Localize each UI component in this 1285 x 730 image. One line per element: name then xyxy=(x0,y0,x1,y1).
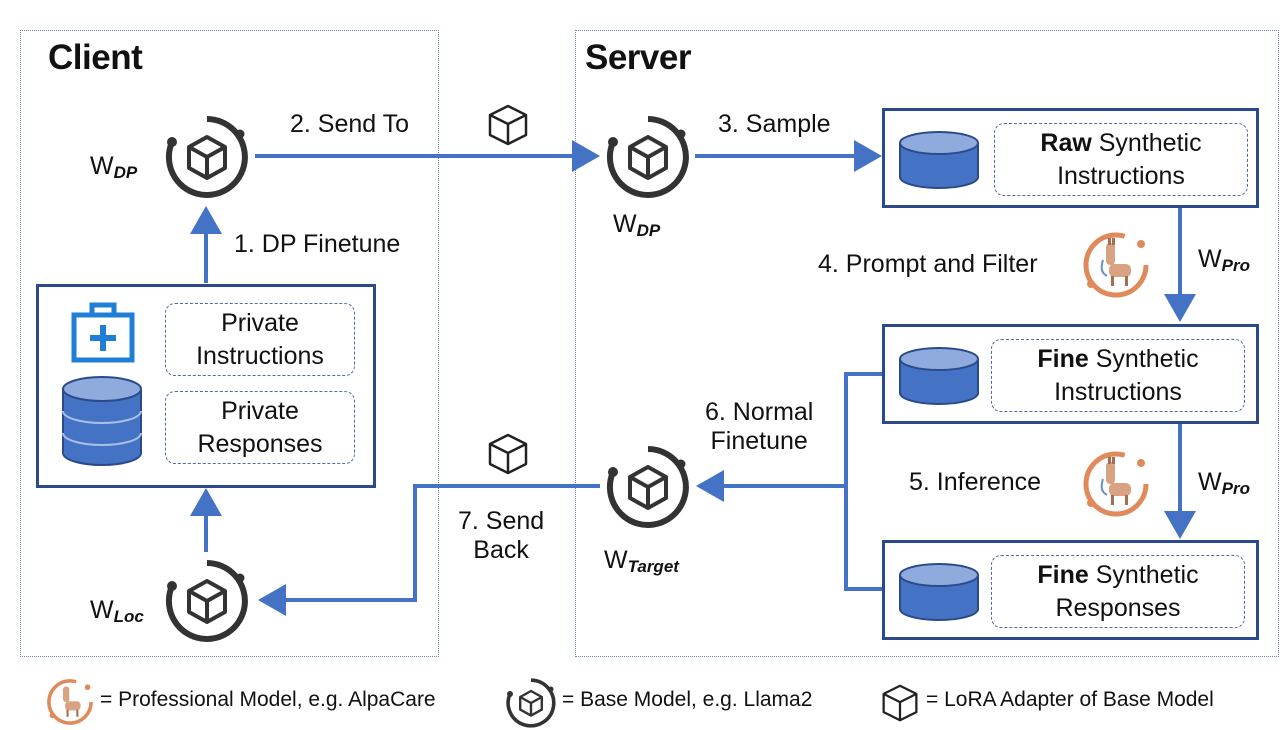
fine-synthetic-instructions-label: Fine Synthetic Instructions xyxy=(991,339,1245,412)
legend-base-text: = Base Model, e.g. Llama2 xyxy=(562,688,813,711)
server-title: Server xyxy=(585,38,691,77)
raw-synthetic-instructions-label: Raw Synthetic Instructions xyxy=(994,123,1248,196)
fine-synthetic-responses-box: Fine Synthetic Responses xyxy=(882,540,1259,640)
step-inference-label: 5. Inference xyxy=(909,468,1042,496)
lora-cube-icon-send-to xyxy=(488,104,528,146)
w-dp-client-label: WDP xyxy=(90,152,138,182)
step-send-to-label: 2. Send To xyxy=(290,110,410,138)
base-model-icon-client-dp xyxy=(165,116,248,198)
fine-synthetic-instructions-box: Fine Synthetic Instructions xyxy=(882,324,1259,424)
w-dp-server-label: WDP xyxy=(613,210,661,240)
lora-cube-icon-send-back xyxy=(488,433,528,475)
fine-synthetic-responses-label: Fine Synthetic Responses xyxy=(991,555,1245,628)
client-title: Client xyxy=(48,38,143,77)
step-normal-finetune-label: 6. Normal Finetune xyxy=(705,398,814,455)
base-model-icon-target xyxy=(606,446,689,528)
llama-icon-inference xyxy=(1083,451,1149,517)
raw-synthetic-instructions-box: Raw Synthetic Instructions xyxy=(882,108,1259,208)
step-sample-label: 3. Sample xyxy=(718,110,831,138)
legend-base-model-icon xyxy=(506,678,556,728)
w-pro-label-2: WPro xyxy=(1198,468,1250,498)
database-icon-client xyxy=(62,376,142,466)
w-target-label: WTarget xyxy=(604,546,679,576)
base-model-icon-loc xyxy=(165,560,248,642)
legend-professional-text: = Professional Model, e.g. AlpaCare xyxy=(100,688,436,711)
private-data-box: Private Instructions Private Responses xyxy=(36,284,376,488)
legend-llama-icon xyxy=(47,679,93,725)
medical-kit-icon xyxy=(71,302,135,363)
base-model-icon-server-dp xyxy=(606,116,689,198)
private-responses-box: Private Responses xyxy=(165,391,355,464)
step-dp-finetune-label: 1. DP Finetune xyxy=(234,230,401,258)
w-loc-label: WLoc xyxy=(90,596,144,626)
bracket-normal-finetune xyxy=(844,372,884,591)
w-pro-label-1: WPro xyxy=(1198,245,1250,275)
database-icon-raw xyxy=(899,131,979,189)
client-panel xyxy=(20,30,439,657)
legend-lora-text: = LoRA Adapter of Base Model xyxy=(926,688,1214,711)
private-instructions-box: Private Instructions xyxy=(165,303,355,376)
llama-icon-prompt-filter xyxy=(1083,232,1149,298)
step-prompt-filter-label: 4. Prompt and Filter xyxy=(818,250,1038,278)
legend-lora-cube-icon xyxy=(882,684,918,722)
step-send-back-label: 7. Send Back xyxy=(458,507,545,564)
database-icon-fine-responses xyxy=(899,563,979,621)
database-icon-fine-instructions xyxy=(899,347,979,405)
arrow-send-back xyxy=(258,484,600,616)
server-panel xyxy=(575,30,1279,657)
